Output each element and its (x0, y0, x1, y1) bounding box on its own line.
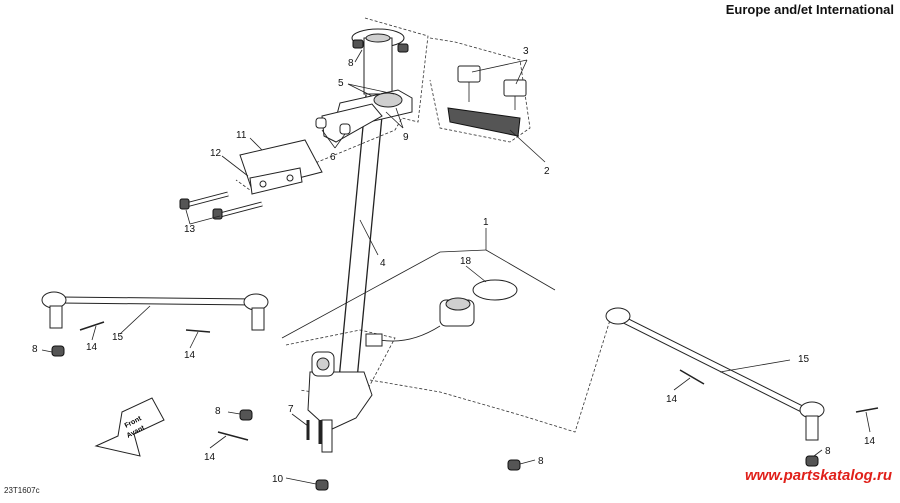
callout-14-a: 14 (86, 342, 98, 353)
bracket-group-outline (429, 37, 531, 143)
nut-bottom (315, 479, 329, 491)
callout-14-e: 14 (864, 436, 876, 447)
tie-rod-link-outline (369, 319, 611, 433)
leader-lines (41, 49, 871, 485)
callout-4: 4 (380, 258, 386, 269)
callout-8-middle: 8 (215, 406, 221, 417)
lower-bracket (239, 139, 323, 195)
ignition-switch (365, 279, 518, 347)
callout-12: 12 (210, 148, 222, 159)
callout-14-b: 14 (184, 350, 196, 361)
callout-11: 11 (236, 130, 247, 141)
bolts (179, 191, 263, 220)
nut-left (239, 409, 253, 421)
callout-9: 9 (403, 132, 409, 143)
callout-6: 6 (330, 152, 336, 163)
lower-bolts (306, 420, 322, 444)
callout-3: 3 (523, 46, 529, 57)
wire-bracket (447, 107, 521, 137)
nut-center (507, 459, 521, 471)
callout-14-c: 14 (204, 452, 216, 463)
front-arrow: Front Avant (94, 397, 165, 457)
nut-tie-rod-right (805, 455, 819, 467)
callout-14-d: 14 (666, 394, 678, 405)
callout-2: 2 (544, 166, 550, 177)
steering-column (337, 28, 405, 391)
page-title: Europe and/et International (725, 2, 894, 17)
callout-13: 13 (184, 224, 196, 235)
mounting-plate (315, 103, 383, 143)
callout-18: 18 (460, 256, 472, 267)
callout-15-right: 15 (798, 354, 810, 365)
callout-7: 7 (288, 404, 294, 415)
callout-labels: 1 2 3 4 5 6 7 8 8 8 8 8 9 10 11 12 13 14… (32, 46, 876, 485)
upper-group-outline (235, 17, 429, 191)
tie-rod-left (41, 291, 269, 331)
cotter-pins (79, 321, 879, 441)
drawing-code: 23T1607c (4, 486, 40, 495)
callout-10: 10 (272, 474, 284, 485)
top-nut-pair (352, 39, 409, 53)
callout-1: 1 (483, 217, 489, 228)
connectors (457, 65, 527, 110)
callout-8-center: 8 (538, 456, 544, 467)
callout-8-top: 8 (348, 58, 354, 69)
nut-tie-rod-left (51, 345, 65, 357)
callout-5: 5 (338, 78, 344, 89)
tie-rod-right (605, 307, 825, 441)
watermark: www.partskatalog.ru (745, 467, 892, 484)
callout-8-left: 8 (32, 344, 38, 355)
callout-15-left: 15 (112, 332, 124, 343)
callout-8-right: 8 (825, 446, 831, 457)
pitman-arm (307, 351, 373, 453)
